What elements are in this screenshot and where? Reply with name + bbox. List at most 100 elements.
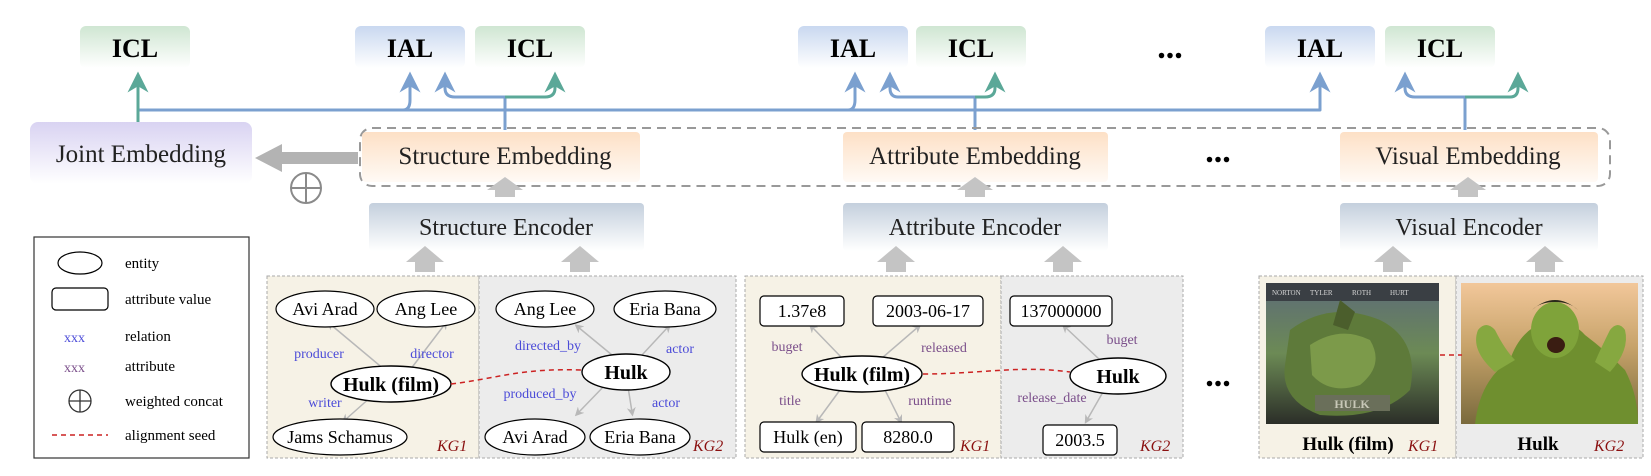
- visual-embedding-label: Visual Embedding: [1375, 143, 1561, 170]
- s-kg2-node-1: [495, 290, 595, 328]
- vis-to-icl-arrow: [1465, 71, 1529, 99]
- structure-kg-panel: Avi Arad Ang Lee Hulk (film) Jams Schamu…: [266, 275, 737, 459]
- legend: entity attribute value xxx relation xxx …: [33, 236, 250, 459]
- attr-to-ial-arrow: [879, 71, 977, 130]
- icl-box-1: [80, 26, 190, 68]
- a-kg1-tag: KG1: [959, 438, 990, 455]
- a-kg2-value-1-label: 137000000: [1021, 301, 1102, 321]
- icl-box-2: [475, 26, 585, 68]
- attribute-kg-panel: 1.37e8 2003-06-17 Hulk (film) Hulk (en) …: [744, 275, 1184, 459]
- s-kg1-node-3-label: Jams Schamus: [287, 427, 393, 447]
- a-kg1-value-3: [759, 421, 857, 453]
- legend-entity-icon: [57, 251, 103, 275]
- icl-label-2: ICL: [507, 34, 553, 63]
- attribute-embedding-box: [843, 132, 1108, 182]
- ial-box-3: [1265, 26, 1375, 68]
- joint-to-ial-line: [138, 71, 1331, 112]
- icl-box-4: [1385, 26, 1495, 68]
- joint-embedding-box: [30, 122, 252, 184]
- svg-text:NORTON: NORTON: [1272, 289, 1301, 297]
- top-labels: ICL IAL ICL IAL ICL ... IAL ICL: [80, 26, 1495, 68]
- structure-embedding-label: Structure Embedding: [398, 143, 612, 170]
- attr-enc-up-arrow: [957, 177, 993, 197]
- concat-arrow: [255, 144, 358, 172]
- a-kg1-value-1-label: 1.37e8: [778, 301, 827, 321]
- v-kg2-tag: KG2: [1593, 438, 1624, 455]
- icl-label-4: ICL: [1417, 34, 1463, 63]
- svg-text:ROTH: ROTH: [1352, 289, 1371, 297]
- panel-ellipsis: ...: [1205, 357, 1231, 394]
- s-kg1-tag: KG1: [436, 438, 467, 455]
- attribute-embedding-label: Attribute Embedding: [869, 143, 1081, 170]
- icl-label-1: ICL: [112, 34, 158, 63]
- a-kg1-attr-2: released: [921, 341, 967, 356]
- s-kg2-tag: KG2: [692, 438, 723, 455]
- embedding-row: Joint Embedding Structure Embedding Attr…: [30, 122, 1611, 204]
- a-kg1-center: [801, 355, 923, 393]
- legend-attribute-value: attribute value: [125, 292, 212, 308]
- s-kg1-rel-1: producer: [294, 347, 344, 362]
- a-kg1-value-2: [872, 295, 984, 327]
- s-kg1-node-1: [275, 290, 375, 328]
- visual-encoder-label: Visual Encoder: [1395, 215, 1542, 241]
- s-kg2-rel-2: actor: [666, 342, 694, 357]
- a-kg1-value-4: [861, 421, 955, 453]
- a-kg2-center-label: Hulk: [1096, 366, 1140, 388]
- s-kg2-node-1-label: Ang Lee: [514, 299, 576, 319]
- encoder-row: Structure Encoder Attribute Encoder Visu…: [369, 203, 1598, 251]
- a-kg2-attr-2: release_date: [1017, 391, 1086, 406]
- legend-relation-sample: xxx: [64, 331, 85, 346]
- a-kg1-center-label: Hulk (film): [814, 364, 910, 386]
- s-kg2-center: [581, 353, 671, 391]
- a-kg1-value-2-label: 2003-06-17: [886, 301, 970, 321]
- attr-to-icl-arrow: [975, 71, 1006, 99]
- embedding-ellipsis: ...: [1205, 133, 1231, 170]
- visual-embedding-box: [1340, 132, 1598, 182]
- legend-concat-icon: [68, 389, 92, 413]
- a-kg1-attr-1: buget: [771, 340, 802, 355]
- legend-weighted-concat: weighted concat: [125, 394, 224, 410]
- attribute-encoder-box: [843, 203, 1108, 251]
- s-kg2-node-3: [484, 418, 586, 456]
- top-connectors: [127, 71, 1529, 130]
- structure-encoder-label: Structure Encoder: [419, 215, 593, 241]
- top-ellipsis: ...: [1157, 29, 1183, 66]
- encoder-up-arrows: [487, 177, 1486, 197]
- s-kg1-rel-3: writer: [308, 396, 342, 411]
- attribute-encoder-label: Attribute Encoder: [889, 215, 1062, 241]
- joint-to-ial-1-arrow: [399, 71, 421, 112]
- structure-embedding-box: [362, 132, 640, 182]
- s-kg2-node-4: [589, 418, 691, 456]
- structure-encoder-box: [369, 203, 644, 251]
- s-kg1-node-2-label: Ang Lee: [395, 299, 457, 319]
- legend-relation: relation: [125, 329, 171, 345]
- ial-label-1: IAL: [387, 34, 433, 63]
- a-alignment-seed-line: [922, 368, 1071, 375]
- vis-to-ial-arrow: [1394, 71, 1467, 130]
- struct-to-ial-arrow: [434, 71, 507, 130]
- s-kg2-node-2-label: Eria Bana: [629, 299, 700, 319]
- a-kg2-value-2-label: 2003.5: [1055, 430, 1105, 450]
- s-kg2-center-label: Hulk: [604, 362, 648, 384]
- a-kg2-attr-1: buget: [1106, 333, 1137, 348]
- legend-box: [33, 236, 250, 459]
- a-kg1-value-3-label: Hulk (en): [773, 427, 842, 448]
- a-kg2-value-1: [1009, 295, 1113, 327]
- legend-attribute-sample: xxx: [64, 361, 85, 376]
- struct-enc-up-arrow: [487, 177, 523, 197]
- ial-label-3: IAL: [1297, 34, 1343, 63]
- a-kg2-value-2: [1042, 424, 1118, 456]
- s-kg1-rel-2: director: [410, 347, 454, 362]
- v-kg1-tag: KG1: [1407, 438, 1438, 455]
- s-kg1-node-2: [376, 290, 476, 328]
- svg-text:TYLER: TYLER: [1310, 289, 1333, 297]
- a-kg2-tag: KG2: [1139, 438, 1170, 455]
- s-kg1-node-1-label: Avi Arad: [292, 299, 357, 319]
- joint-to-ial-2-arrow: [844, 71, 866, 112]
- ial-label-2: IAL: [830, 34, 876, 63]
- legend-attribute: attribute: [125, 359, 175, 375]
- s-kg2-rel-1: directed_by: [515, 339, 581, 354]
- visual-encoder-box: [1340, 203, 1598, 251]
